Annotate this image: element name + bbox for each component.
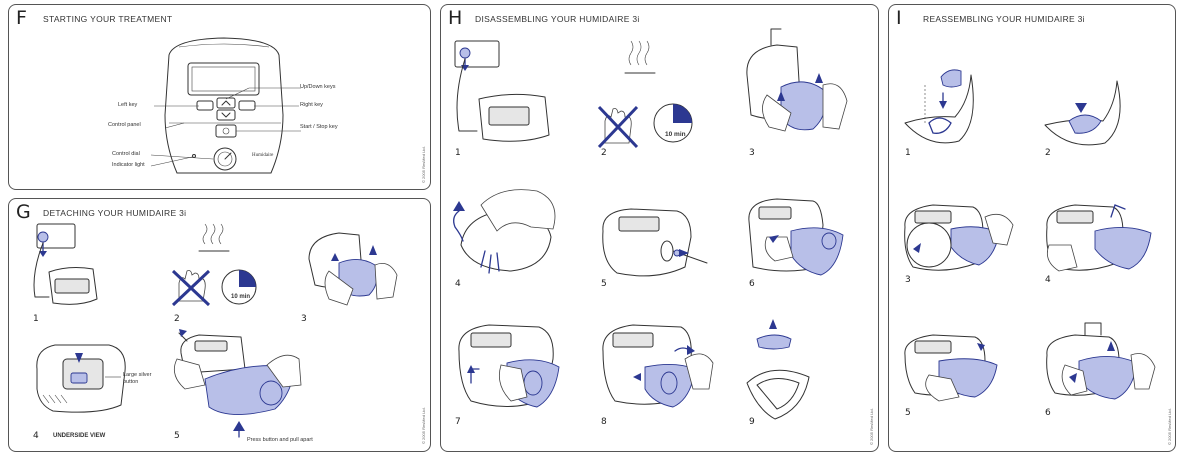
label-left-key: Left key bbox=[118, 102, 138, 108]
panel-starting-treatment: F STARTING YOUR TREATMENT Humidaire bbox=[8, 4, 431, 190]
label-underside-view: UNDERSIDE VIEW bbox=[53, 433, 106, 439]
label-large-silver-button: Large silver button bbox=[123, 372, 152, 385]
svg-text:Humidaire: Humidaire bbox=[252, 153, 274, 158]
panel-title: DETACHING YOUR HUMIDAIRE 3i bbox=[43, 208, 187, 218]
copyright-note: © 2005 ResMed Ltd. bbox=[421, 407, 426, 444]
step-number: 4 bbox=[33, 431, 39, 441]
step-number: 6 bbox=[1045, 408, 1051, 418]
step-number: 7 bbox=[455, 417, 461, 427]
step-illustrations bbox=[33, 223, 398, 438]
label-press-button: Press button and pull apart bbox=[247, 437, 313, 443]
step-number: 1 bbox=[455, 148, 461, 158]
step-number: 8 bbox=[601, 417, 607, 427]
step-number: 5 bbox=[905, 408, 911, 418]
step-number: 3 bbox=[905, 275, 911, 285]
timer-label: 10 min bbox=[665, 131, 686, 138]
step-number: 4 bbox=[455, 279, 461, 289]
step-number: 9 bbox=[749, 417, 755, 427]
step-number: 3 bbox=[749, 148, 755, 158]
device-front-illustration: Humidaire bbox=[150, 37, 301, 174]
panel-detaching-humidaire: G DETACHING YOUR HUMIDAIRE 3i bbox=[8, 198, 431, 452]
copyright-note: © 2005 ResMed Ltd. bbox=[1167, 408, 1172, 445]
step-number: 3 bbox=[301, 314, 307, 324]
panel-title: STARTING YOUR TREATMENT bbox=[43, 14, 173, 24]
step-number: 5 bbox=[601, 279, 607, 289]
panel-letter: I bbox=[896, 7, 902, 29]
copyright-note: © 2005 ResMed Ltd. bbox=[869, 408, 874, 445]
step-number: 6 bbox=[749, 279, 755, 289]
panel-disassembling-humidaire: H DISASSEMBLING YOUR HUMIDAIRE 3i bbox=[440, 4, 879, 452]
label-right-key: Right key bbox=[300, 102, 323, 108]
label-control-dial: Control dial bbox=[112, 151, 140, 157]
panel-title: DISASSEMBLING YOUR HUMIDAIRE 3i bbox=[475, 14, 640, 24]
step-number: 2 bbox=[1045, 148, 1051, 158]
step-number: 2 bbox=[601, 148, 607, 158]
step-illustrations bbox=[904, 69, 1156, 402]
step-number: 1 bbox=[33, 314, 39, 324]
step-number: 5 bbox=[174, 431, 180, 441]
panel-letter: G bbox=[16, 201, 31, 223]
label-control-panel: Control panel bbox=[108, 122, 141, 128]
panel-letter: H bbox=[448, 7, 463, 29]
timer-label: 10 min bbox=[231, 294, 251, 300]
label-up-down-keys: Up/Down keys bbox=[300, 84, 336, 90]
step-number: 4 bbox=[1045, 275, 1051, 285]
step-illustrations bbox=[453, 28, 848, 420]
panel-reassembling-humidaire: I REASSEMBLING YOUR HUMIDAIRE 3i bbox=[888, 4, 1176, 452]
step-number: 2 bbox=[174, 314, 180, 324]
panel-letter: F bbox=[16, 7, 27, 29]
step-number: 1 bbox=[905, 148, 911, 158]
label-indicator-light: Indicator light bbox=[112, 162, 145, 168]
label-start-stop-key: Start / Stop key bbox=[300, 124, 338, 130]
copyright-note: © 2005 ResMed Ltd. bbox=[421, 146, 426, 183]
panel-title: REASSEMBLING YOUR HUMIDAIRE 3i bbox=[923, 14, 1085, 24]
